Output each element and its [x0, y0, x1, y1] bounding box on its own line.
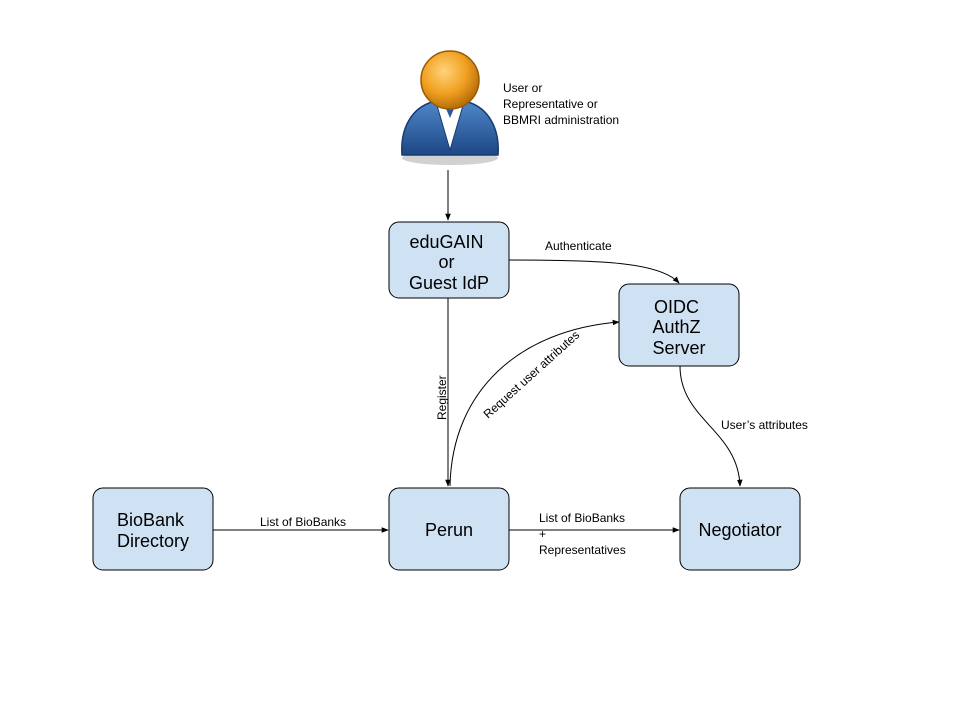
- node-perun-label: Perun: [425, 520, 473, 540]
- edge-label-users-attributes: User’s attributes: [721, 418, 808, 432]
- node-perun: Perun: [388, 487, 510, 571]
- actor-label: User or Representative or BBMRI administ…: [503, 81, 619, 127]
- edge-request-user-attributes: [449, 319, 620, 487]
- node-edugain: eduGAIN or Guest IdP: [388, 221, 510, 299]
- edge-authenticate: [508, 259, 680, 284]
- node-biobank-directory: BioBank Directory: [92, 487, 214, 571]
- node-negotiator: Negotiator: [679, 487, 801, 571]
- node-oidc-authz-server: OIDC AuthZ Server: [618, 283, 740, 367]
- node-biobank-directory-label: BioBank Directory: [117, 510, 189, 551]
- node-negotiator-label: Negotiator: [698, 520, 781, 540]
- user-person-icon: [401, 50, 499, 165]
- edge-users-attributes: [679, 365, 743, 487]
- node-edugain-label: eduGAIN or Guest IdP: [409, 232, 489, 293]
- edge-label-list-of-biobanks-reps: List of BioBanks + Representatives: [539, 511, 628, 557]
- edge-label-authenticate: Authenticate: [545, 239, 612, 253]
- edge-label-request-user-attributes: Request user attributes: [481, 328, 583, 421]
- edge-label-register: Register: [435, 375, 449, 420]
- node-oidc-label: OIDC AuthZ Server: [652, 297, 705, 358]
- edge-label-list-of-biobanks: List of BioBanks: [260, 515, 346, 529]
